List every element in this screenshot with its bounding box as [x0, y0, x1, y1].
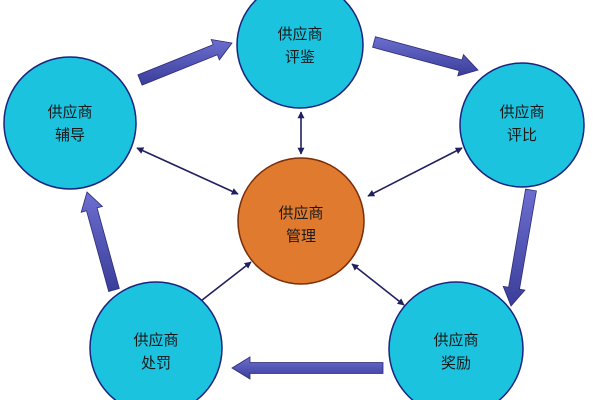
- node-evaluation: 供应商 评鉴: [236, 0, 364, 109]
- cycle-arrow-comparison-to-reward: [502, 188, 537, 307]
- link-center-guidance: [136, 147, 239, 195]
- cycle-arrow-guidance-to-evaluation: [137, 38, 233, 86]
- node-circle: [3, 56, 137, 190]
- node-label-line1: 供应商: [47, 103, 92, 121]
- cycle-arrow-penalty-to-guidance: [80, 191, 120, 292]
- node-label-line2: 管理: [286, 227, 316, 245]
- node-penalty: 供应商 处罚: [89, 281, 223, 400]
- node-label-line1: 供应商: [433, 331, 478, 349]
- link-center-penalty: [196, 261, 252, 305]
- cycle-arrow-evaluation-to-comparison: [372, 36, 479, 77]
- node-label-line1: 供应商: [499, 103, 544, 121]
- node-circle: [459, 62, 585, 188]
- center-links: [136, 111, 463, 306]
- node-circle: [388, 281, 524, 400]
- node-label-line1: 供应商: [278, 204, 323, 222]
- node-label-line2: 辅导: [55, 126, 85, 144]
- node-comparison: 供应商 评比: [459, 62, 585, 188]
- node-reward: 供应商 奖励: [388, 281, 524, 400]
- node-label-line2: 处罚: [141, 354, 171, 372]
- link-center-comparison: [367, 147, 463, 197]
- node-circle: [236, 0, 364, 109]
- node-circle: [89, 281, 223, 400]
- node-label-line2: 评鉴: [285, 48, 315, 66]
- node-circle-center: [237, 157, 365, 285]
- node-label-line1: 供应商: [133, 331, 178, 349]
- cycle-arrows: [80, 36, 537, 380]
- node-label-line2: 奖励: [441, 354, 471, 372]
- node-management: 供应商 管理: [237, 157, 365, 285]
- node-label-line2: 评比: [507, 126, 537, 144]
- node-guidance: 供应商 辅导: [3, 56, 137, 190]
- link-center-reward: [351, 263, 405, 306]
- cycle-arrow-reward-to-penalty: [231, 356, 384, 380]
- node-label-line1: 供应商: [277, 25, 322, 43]
